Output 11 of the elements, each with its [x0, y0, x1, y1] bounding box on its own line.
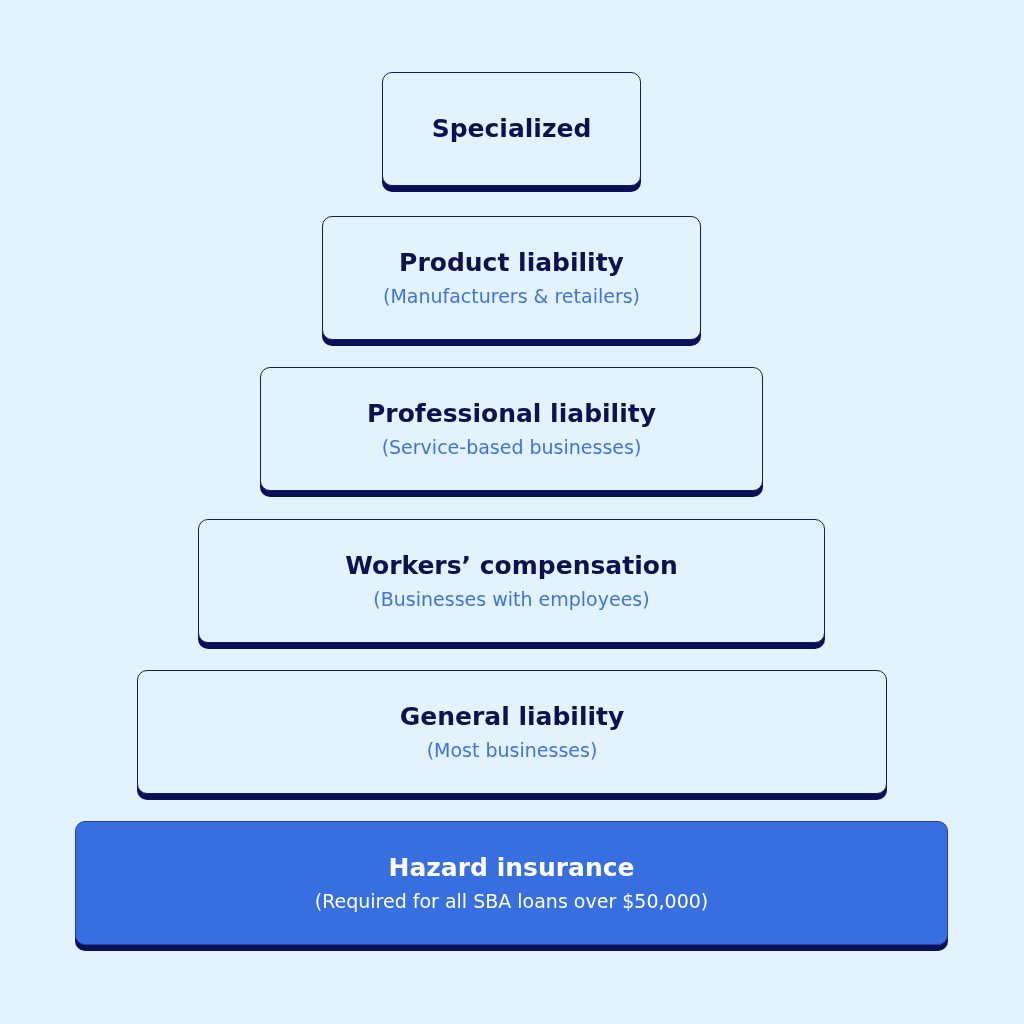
tier-title: Professional liability — [367, 398, 656, 430]
tier-title: Specialized — [431, 113, 592, 145]
tier-title: General liability — [399, 701, 625, 733]
tier-note: (Service-based businesses) — [381, 435, 642, 460]
tier-title: Hazard insurance — [388, 852, 635, 884]
tier-note: (Required for all SBA loans over $50,000) — [314, 889, 709, 914]
tier-note: (Most businesses) — [426, 738, 598, 763]
tier-title: Product liability — [399, 247, 624, 279]
tier-note: (Businesses with employees) — [373, 587, 650, 612]
tier-title: Workers’ compensation — [345, 550, 678, 582]
tier-note: (Manufacturers & retailers) — [382, 284, 640, 309]
